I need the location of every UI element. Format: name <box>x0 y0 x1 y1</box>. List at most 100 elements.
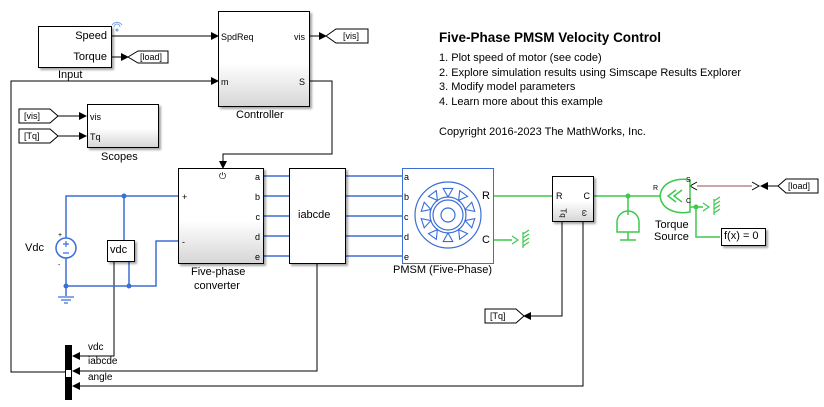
bus-signal-iabcde: iabcde <box>88 356 118 367</box>
load-from-shape[interactable] <box>777 178 819 194</box>
pmsm-b-port: b <box>404 192 410 202</box>
solver-label: f(x) = 0 <box>724 230 759 242</box>
spdreq-port: SpdReq <box>221 32 254 42</box>
stator-tooth <box>427 189 439 202</box>
vdc-minus: - <box>58 262 61 269</box>
load-goto-tag[interactable]: [load] <box>140 52 163 62</box>
line-iabcde-bus[interactable] <box>72 264 318 375</box>
stator-tooth <box>442 187 454 199</box>
minus-port: - <box>182 237 185 247</box>
scopes-label: Scopes <box>101 151 138 163</box>
load-goto-shape[interactable] <box>127 50 169 64</box>
vis-from-shape[interactable] <box>18 108 59 124</box>
copyright-text: Copyright 2016-2023 The MathWorks, Inc. <box>439 126 646 138</box>
vis-goto-shape[interactable] <box>325 28 369 44</box>
tq-from-tag[interactable]: [Tq] <box>24 131 40 141</box>
electrical-lines <box>65 175 402 296</box>
stator-tooth <box>464 201 476 213</box>
line-s-to-converter[interactable] <box>219 80 333 169</box>
torque-port: Torque <box>73 51 107 63</box>
tsrc-r-port: R <box>653 185 659 192</box>
controller-label: Controller <box>236 109 284 121</box>
electrical-ground-icon <box>58 296 74 304</box>
mechanical-reference-icon <box>511 229 530 248</box>
vdc-source-label: Vdc <box>25 242 44 254</box>
speed-port: Speed <box>75 30 107 42</box>
ts-tq-port: Tq <box>558 208 568 218</box>
link-explore-results[interactable]: 2. Explore simulation results using Sims… <box>439 66 742 79</box>
line-tq-goto[interactable] <box>523 222 563 320</box>
a-port: a <box>254 172 260 182</box>
bus-creator[interactable] <box>65 345 72 400</box>
vdc-sensor-block[interactable]: vdc <box>107 240 135 262</box>
vis-from-tag[interactable]: [vis] <box>24 111 41 121</box>
plus-port: + <box>182 192 188 202</box>
pmsm-label: PMSM (Five-Phase) <box>393 264 493 276</box>
line-angle-bus[interactable] <box>72 222 584 390</box>
stator-tooth <box>457 228 469 241</box>
b-port: b <box>254 192 260 202</box>
iabcde-label: iabcde <box>298 209 331 221</box>
ts-r-port: R <box>556 191 563 201</box>
pmsm-block[interactable]: a b c d e R C <box>402 168 494 264</box>
stator-tooth <box>420 201 432 213</box>
torque-source-icon <box>659 178 691 214</box>
controller-block[interactable]: SpdReq m vis S <box>218 11 310 107</box>
d-port: d <box>254 232 260 242</box>
tq-from-shape[interactable] <box>18 128 59 144</box>
pmsm-d-port: d <box>404 232 410 242</box>
load-from-tag[interactable]: [load] <box>788 181 811 191</box>
gate-port-icon: ⏻ <box>219 171 227 181</box>
signal-lines <box>10 32 584 390</box>
input-label: Input <box>58 69 83 81</box>
vdc-sensor-label: vdc <box>110 244 128 256</box>
bus-signal-angle: angle <box>88 372 113 383</box>
line-bus-to-m[interactable] <box>10 77 219 373</box>
tag-shapes <box>18 28 819 324</box>
model-title: Five-Phase PMSM Velocity Control <box>439 30 662 45</box>
pmsm-stator-teeth <box>420 187 476 243</box>
scope-tq-port: Tq <box>90 132 101 142</box>
c-port: c <box>255 212 261 222</box>
pmsm-a-port: a <box>404 172 410 182</box>
inertia-icon <box>616 210 640 241</box>
tq-goto-tag[interactable]: [Tq] <box>490 311 506 321</box>
vis-port: vis <box>294 32 305 42</box>
tq-goto-shape[interactable] <box>484 308 525 324</box>
stator-tooth <box>442 231 454 243</box>
tsrc-s-port: S <box>686 177 691 184</box>
pmsm-e-port: e <box>404 252 410 262</box>
stator-tooth <box>464 217 476 229</box>
s-port: S <box>298 77 305 87</box>
link-plot-speed[interactable]: 1. Plot speed of motor (see code) <box>439 52 602 64</box>
torque-source-label-line2: Source <box>654 231 689 243</box>
mechanical-reference-icon-2 <box>702 196 721 215</box>
bus-signal-vdc: vdc <box>88 342 104 353</box>
electrical-junctions <box>63 193 132 289</box>
link-modify-parameters[interactable]: 3. Modify model parameters <box>439 81 576 93</box>
ts-w-port: ω <box>580 209 590 217</box>
scopes-block[interactable]: vis Tq <box>87 104 159 148</box>
link-learn-more[interactable]: 4. Learn more about this example <box>439 95 603 108</box>
tsrc-c-port: C <box>686 198 692 205</box>
dc-voltage-source-icon <box>55 226 77 270</box>
model-annotation: Five-Phase PMSM Velocity Control 1. Plot… <box>439 30 741 139</box>
pmsm-c-mech-port: C <box>482 234 490 246</box>
five-phase-converter-block[interactable]: ⏻ + - a b c d e <box>178 168 264 264</box>
e-port: e <box>254 252 260 262</box>
torque-sensor-block[interactable]: R C Tq ω <box>552 176 594 222</box>
vdc-plus: + <box>58 232 63 239</box>
pmsm-r-port: R <box>482 190 490 202</box>
current-sensor-block[interactable]: iabcde <box>289 168 346 264</box>
converter-label-line1: Five-phase <box>191 266 246 278</box>
bus-mark-icon <box>66 369 71 377</box>
input-block[interactable]: Speed Torque <box>38 26 112 68</box>
solver-configuration-block[interactable]: f(x) = 0 <box>721 228 766 246</box>
ts-c-port: C <box>583 191 591 201</box>
stator-tooth <box>457 189 469 202</box>
vis-goto-tag[interactable]: [vis] <box>343 31 360 41</box>
line-vdc-bus[interactable] <box>72 262 115 360</box>
pmsm-c-port: c <box>404 212 409 222</box>
stator-tooth <box>420 217 432 229</box>
